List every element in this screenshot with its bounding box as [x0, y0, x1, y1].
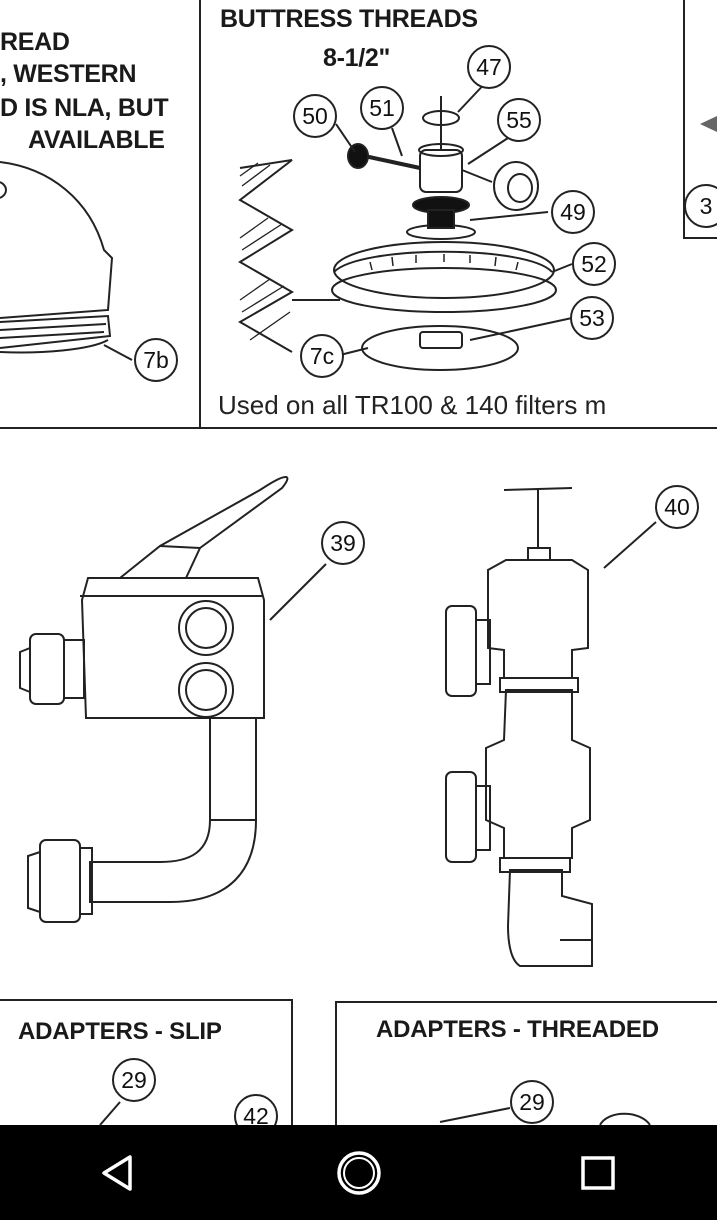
- callout-42: 42: [234, 1094, 278, 1125]
- left-panel-line-3: D IS NLA, BUT: [0, 94, 169, 122]
- callout-52: 52: [572, 242, 616, 286]
- callout-29-threaded: 29: [510, 1080, 554, 1124]
- callout-7c: 7c: [300, 334, 344, 378]
- callout-55: 55: [497, 98, 541, 142]
- callout-50: 50: [293, 94, 337, 138]
- home-icon: [336, 1150, 381, 1195]
- home-button[interactable]: [319, 1133, 399, 1213]
- diagram-lines: [0, 0, 717, 1125]
- adapters-threaded-title: ADAPTERS - THREADED: [376, 1016, 659, 1043]
- recents-icon: [580, 1155, 615, 1190]
- left-panel-line-4: AVAILABLE: [28, 126, 165, 154]
- recents-button[interactable]: [558, 1133, 638, 1213]
- callout-39: 39: [321, 521, 365, 565]
- callout-3: 3: [684, 184, 717, 228]
- back-icon: [101, 1154, 132, 1191]
- back-button[interactable]: [80, 1133, 160, 1213]
- callout-29-slip: 29: [112, 1058, 156, 1102]
- left-panel-line-1: READ: [0, 28, 70, 56]
- buttress-threads-size: 8-1/2": [323, 44, 391, 72]
- adapters-slip-title: ADAPTERS - SLIP: [18, 1018, 222, 1045]
- callout-53: 53: [570, 296, 614, 340]
- system-navigation-bar: [0, 1125, 717, 1220]
- parts-diagram: READ , WESTERN D IS NLA, BUT AVAILABLE 7…: [0, 0, 717, 1125]
- callout-40: 40: [655, 485, 699, 529]
- callout-49: 49: [551, 190, 595, 234]
- callout-47: 47: [467, 45, 511, 89]
- callout-7b: 7b: [134, 338, 178, 382]
- callout-51: 51: [360, 86, 404, 130]
- left-panel-line-2: , WESTERN: [0, 60, 137, 88]
- filter-usage-caption: Used on all TR100 & 140 filters m: [218, 390, 607, 420]
- buttress-threads-title: BUTTRESS THREADS: [220, 5, 478, 33]
